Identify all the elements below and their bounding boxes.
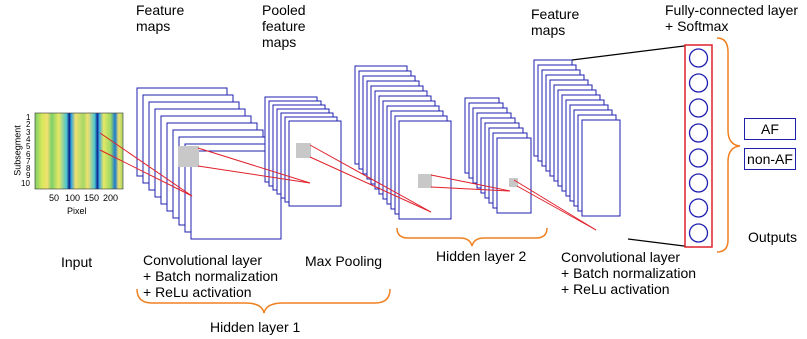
- input-heatmap: [34, 112, 124, 190]
- output-class-af: AF: [744, 118, 796, 140]
- hidden-layer-1-label: Hidden layer 1: [210, 319, 301, 335]
- feature-map: [496, 137, 532, 214]
- max-pooling-label: Max Pooling: [305, 253, 383, 269]
- connection-lines: [99, 132, 597, 231]
- fc-bracket: [716, 37, 741, 253]
- fc-node: [688, 123, 709, 143]
- conv2-feature-maps: [533, 59, 621, 217]
- fully-connected-layer: [684, 44, 713, 248]
- fc-layer-title: Fully-connected layer+ Softmax: [665, 2, 799, 34]
- hidden-layer-2-label: Hidden layer 2: [436, 248, 527, 264]
- y-tick-label: 1: [26, 113, 31, 122]
- y-tick-label: 10: [21, 178, 30, 188]
- output-class-non-af: non-AF: [744, 148, 796, 170]
- fc-projection-lines: [571, 44, 693, 248]
- conv2-description: Convolutional layer+ Batch normalization…: [561, 249, 697, 297]
- y-tick-label: 9: [26, 171, 31, 181]
- y-tick-label: 5: [26, 142, 31, 152]
- outputs-label: Outputs: [748, 229, 798, 245]
- conv1-description: Convolutional layer+ Batch normalization…: [143, 252, 279, 300]
- x-tick-label: 50: [49, 193, 60, 203]
- conv1-feature-maps: [136, 87, 282, 240]
- kernel-highlight-pool: [296, 143, 311, 158]
- input-label: Input: [61, 254, 93, 270]
- kernel-highlight-conv1: [178, 146, 199, 167]
- fc-node: [688, 73, 709, 93]
- y-tick-label: 6: [26, 149, 31, 159]
- kernel-highlight-hidden2-a: [418, 174, 432, 188]
- fc-node: [688, 223, 709, 243]
- hidden-layer-1-bracket: [136, 288, 391, 314]
- input-y-axis-label: Subsegment: [12, 125, 23, 176]
- hidden-layer-2-bracket: [396, 227, 548, 247]
- feature-map: [398, 120, 452, 220]
- y-tick-label: 4: [26, 134, 31, 144]
- y-tick-label: 3: [26, 127, 31, 137]
- fc-node: [688, 148, 709, 168]
- hidden2-maps-b: [464, 97, 532, 214]
- hidden2-maps-a: [354, 65, 452, 220]
- x-tick-label: 150: [84, 193, 100, 203]
- fc-node: [688, 198, 709, 218]
- pooled-feature-maps: [264, 96, 342, 207]
- x-tick-label: 200: [103, 193, 119, 203]
- input-x-axis-label: Pixel: [67, 206, 87, 216]
- feature-map: [581, 119, 621, 217]
- y-tick-label: 7: [26, 156, 31, 166]
- feature-map: [288, 120, 342, 207]
- fc-node: [688, 48, 709, 68]
- y-tick-label: 2: [26, 120, 31, 130]
- y-tick-label: 8: [26, 164, 31, 174]
- kernel-highlight-hidden2-b: [509, 178, 518, 187]
- x-tick-label: 100: [65, 193, 81, 203]
- fc-node: [688, 98, 709, 118]
- fc-node: [688, 173, 709, 193]
